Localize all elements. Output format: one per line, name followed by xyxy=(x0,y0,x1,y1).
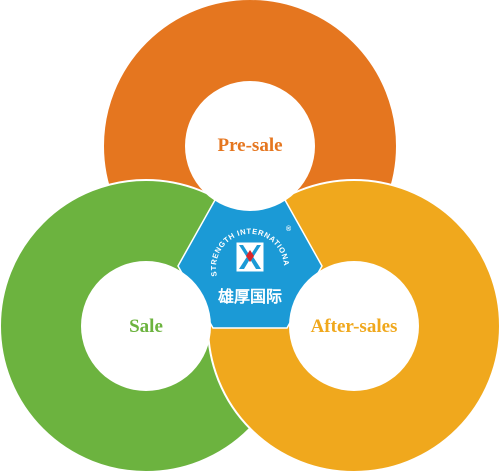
sale-label: Sale xyxy=(129,316,163,337)
strength-emblem-icon xyxy=(235,241,265,273)
sale-ring-center xyxy=(81,261,211,391)
pre-sale-label: Pre-sale xyxy=(217,135,282,156)
registered-mark: ® xyxy=(286,225,292,233)
after-sales-ring-center xyxy=(289,261,419,391)
logo-chinese-name: 雄厚国际 xyxy=(217,287,282,306)
pre-sale-ring-center xyxy=(185,81,315,211)
after-sales-label: After-sales xyxy=(311,316,398,337)
